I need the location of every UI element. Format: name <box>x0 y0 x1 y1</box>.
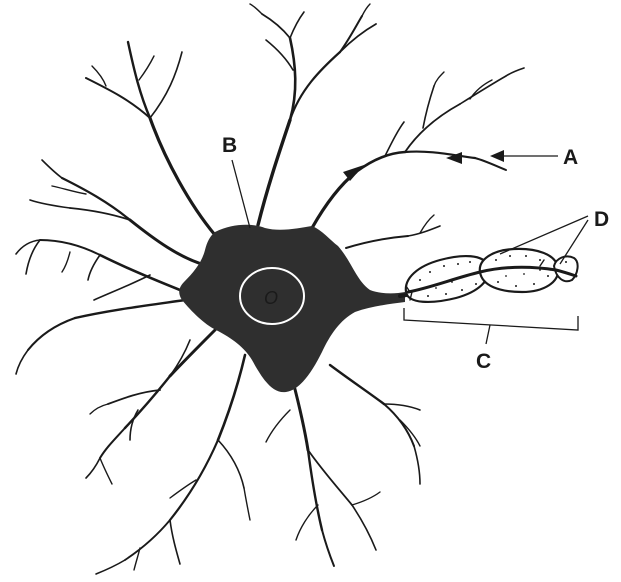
signal-direction-arrowhead <box>343 165 364 181</box>
dendrites-upper-right <box>312 68 524 228</box>
label-b-pointer <box>232 160 250 228</box>
label-d: D <box>594 208 609 231</box>
dendrites-right <box>346 215 440 248</box>
label-b: B <box>222 134 237 157</box>
label-c-bracket <box>404 308 578 330</box>
nucleus-label: O <box>264 288 278 308</box>
dendrites-lower-left <box>86 330 250 574</box>
label-c-group: C <box>404 308 578 373</box>
label-a: A <box>563 146 578 169</box>
label-d-pointer-1 <box>500 216 588 254</box>
myelin-segment-1 <box>406 256 489 302</box>
label-c: C <box>476 350 491 373</box>
dendrites-lower-right <box>266 365 420 566</box>
dendrites-upper-center <box>250 4 376 225</box>
dendrites-upper-left <box>86 42 215 235</box>
label-a-arrowhead <box>490 150 504 162</box>
label-b-group: B <box>222 134 250 228</box>
dendrites-left <box>16 160 205 374</box>
label-c-pointer <box>486 325 490 344</box>
axon-myelin-sheath <box>400 249 578 302</box>
